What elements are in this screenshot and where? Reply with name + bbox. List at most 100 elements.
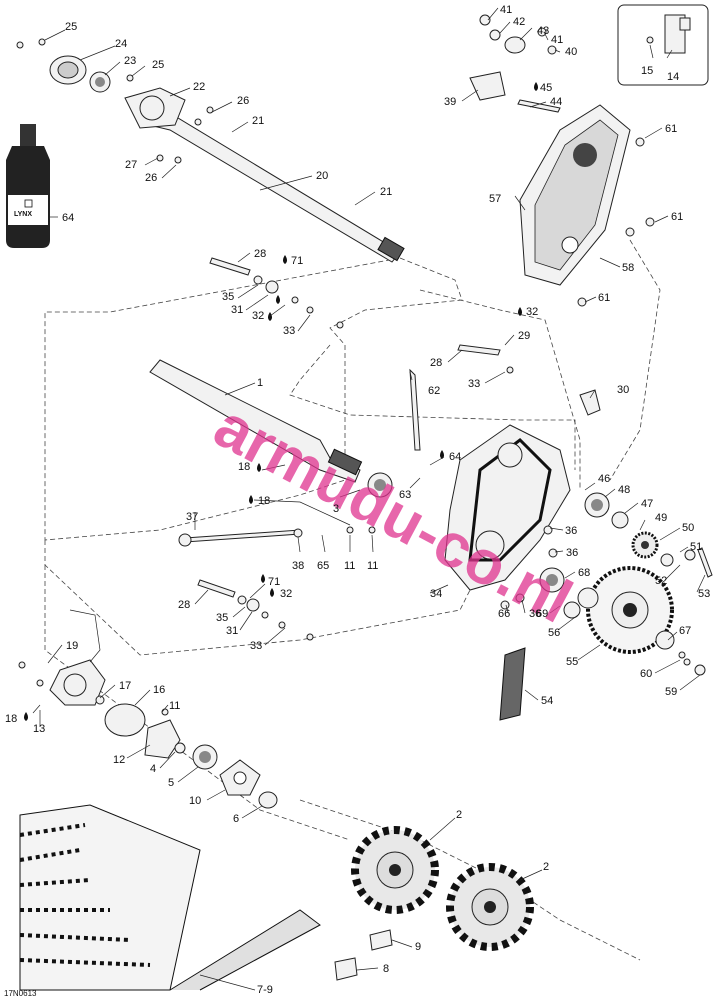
callout-33a: 33 — [283, 325, 295, 337]
callout-69: 69 — [536, 608, 548, 620]
diagram-code: 17N0613 — [4, 989, 37, 998]
chaincase-housing — [444, 424, 571, 591]
callout-38: 38 — [292, 560, 304, 572]
callout-4: 4 — [150, 763, 156, 775]
bearing-3 — [367, 472, 393, 498]
bottle-label: LYNX — [14, 211, 32, 218]
callout-67: 67 — [679, 625, 691, 637]
callout-16: 16 — [153, 684, 165, 696]
callout-23: 23 — [124, 55, 136, 67]
callout-54: 54 — [541, 695, 553, 707]
callout-21b: 21 — [380, 186, 392, 198]
callout-30: 30 — [617, 384, 629, 396]
callout-18c: 18 — [5, 713, 17, 725]
callout-35a: 35 — [222, 291, 234, 303]
callout-18b: 18 — [258, 495, 270, 507]
inset-bracket — [646, 14, 691, 54]
callout-58: 58 — [622, 262, 634, 274]
callout-53: 53 — [698, 588, 710, 600]
bearing-68 — [539, 567, 565, 593]
inset-box — [617, 4, 709, 86]
callout-31a: 31 — [231, 304, 243, 316]
callout-2a: 2 — [456, 809, 462, 821]
callout-11c: 11 — [169, 700, 180, 712]
callout-51: 51 — [690, 541, 702, 553]
callout-3: 3 — [333, 503, 339, 515]
callout-31b: 31 — [226, 625, 238, 637]
track — [19, 804, 321, 991]
callout-21a: 21 — [252, 115, 264, 127]
callout-22: 22 — [193, 81, 205, 93]
callout-8: 8 — [383, 963, 389, 975]
callout-48: 48 — [618, 484, 630, 496]
callout-62: 62 — [428, 385, 440, 397]
callout-1: 1 — [257, 377, 263, 389]
chaincase-cover — [519, 104, 631, 286]
small-gear-50 — [631, 531, 659, 559]
callout-35b: 35 — [216, 612, 228, 624]
callout-25b: 25 — [152, 59, 164, 71]
callout-numbers: 25 24 23 25 22 26 21 27 26 20 21 64 28 7… — [5, 4, 710, 996]
callout-66: 66 — [498, 608, 510, 620]
bearing-housing-24 — [49, 55, 87, 85]
callout-36b: 36 — [566, 547, 578, 559]
bearing-48 — [584, 492, 610, 518]
callout-26a: 26 — [237, 95, 249, 107]
bearing-5 — [192, 744, 218, 770]
callout-61c: 61 — [598, 292, 610, 304]
lubricant-drop-icons — [24, 82, 538, 721]
clip-9 — [369, 929, 393, 951]
callout-34: 34 — [430, 588, 442, 600]
seal-6 — [258, 791, 278, 809]
hardware-parts — [16, 14, 713, 754]
clip-8 — [334, 957, 358, 981]
callout-13: 13 — [33, 723, 45, 735]
callout-32b: 32 — [526, 306, 538, 318]
callout-19: 19 — [66, 640, 78, 652]
callout-43: 43 — [537, 25, 549, 37]
callout-33b: 33 — [468, 378, 480, 390]
callout-27: 27 — [125, 159, 137, 171]
callout-55: 55 — [566, 656, 578, 668]
callout-28c: 28 — [178, 599, 190, 611]
callout-5: 5 — [168, 777, 174, 789]
callout-71b: 71 — [268, 576, 280, 588]
bearing-housing-22 — [124, 87, 186, 129]
sensor-flange-19 — [49, 609, 106, 706]
callout-11b: 11 — [367, 560, 378, 572]
flange-12 — [144, 719, 181, 759]
drop-lever-30 — [579, 389, 601, 416]
callout-47: 47 — [641, 498, 653, 510]
callout-44: 44 — [550, 96, 562, 108]
upper-drive-axle — [144, 111, 405, 263]
callout-9: 9 — [415, 941, 421, 953]
callout-56: 56 — [548, 627, 560, 639]
leader-lines — [32, 7, 706, 991]
callout-32a: 32 — [252, 310, 264, 322]
large-gear — [586, 566, 674, 654]
callout-52: 52 — [655, 575, 667, 587]
callout-32c: 32 — [280, 588, 292, 600]
callout-14: 14 — [667, 71, 679, 83]
callout-33c: 33 — [250, 640, 262, 652]
callout-60: 60 — [640, 668, 652, 680]
callout-41b: 41 — [551, 34, 563, 46]
callout-71a: 71 — [291, 255, 303, 267]
callout-64a: 64 — [62, 212, 74, 224]
callout-42: 42 — [513, 16, 525, 28]
callout-18a: 18 — [238, 461, 250, 473]
callout-36c: 36 — [529, 608, 541, 620]
callout-61b: 61 — [671, 211, 683, 223]
callout-28a: 28 — [254, 248, 266, 260]
callout-65: 65 — [317, 560, 329, 572]
callout-10: 10 — [189, 795, 201, 807]
callout-50: 50 — [682, 522, 694, 534]
callout-57: 57 — [489, 193, 501, 205]
callout-59: 59 — [665, 686, 677, 698]
callout-28b: 28 — [430, 357, 442, 369]
callout-15: 15 — [641, 65, 653, 77]
callout-26b: 26 — [145, 172, 157, 184]
callout-68: 68 — [578, 567, 590, 579]
